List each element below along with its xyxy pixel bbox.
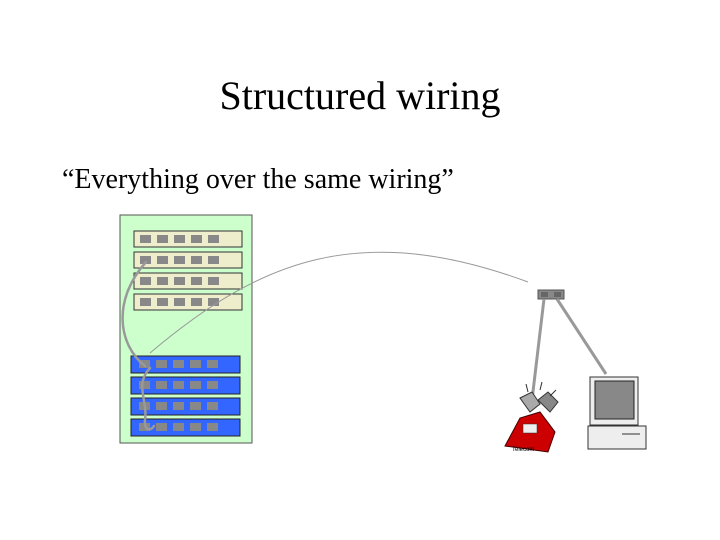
- phone-cable: [530, 298, 546, 401]
- telephone-icon: Telecom: [504, 381, 559, 453]
- switch-group: [130, 355, 241, 437]
- phone-brand-label: Telecom: [512, 447, 534, 453]
- computer-cable: [555, 298, 608, 375]
- computer-icon: [587, 376, 647, 450]
- patch-cords: [121, 260, 156, 431]
- drop-cables: [530, 298, 608, 401]
- patch-panel-icon: [133, 230, 243, 248]
- ethernet-switch-icon: [130, 418, 241, 437]
- patch-panel-group: [133, 230, 243, 311]
- patch-panel-icon: [133, 251, 243, 269]
- ethernet-switch-icon: [130, 397, 241, 416]
- slide-title: Structured wiring: [219, 73, 501, 118]
- patch-panel-icon: [133, 293, 243, 311]
- patch-cord: [141, 366, 156, 431]
- patch-cord: [121, 260, 148, 368]
- slide-subtitle: “Everything over the same wiring”: [62, 164, 454, 195]
- ethernet-switch-icon: [130, 376, 241, 395]
- horizontal-cable: [149, 251, 529, 354]
- wall-jack-icon: [537, 289, 565, 300]
- patch-panel-icon: [133, 272, 243, 290]
